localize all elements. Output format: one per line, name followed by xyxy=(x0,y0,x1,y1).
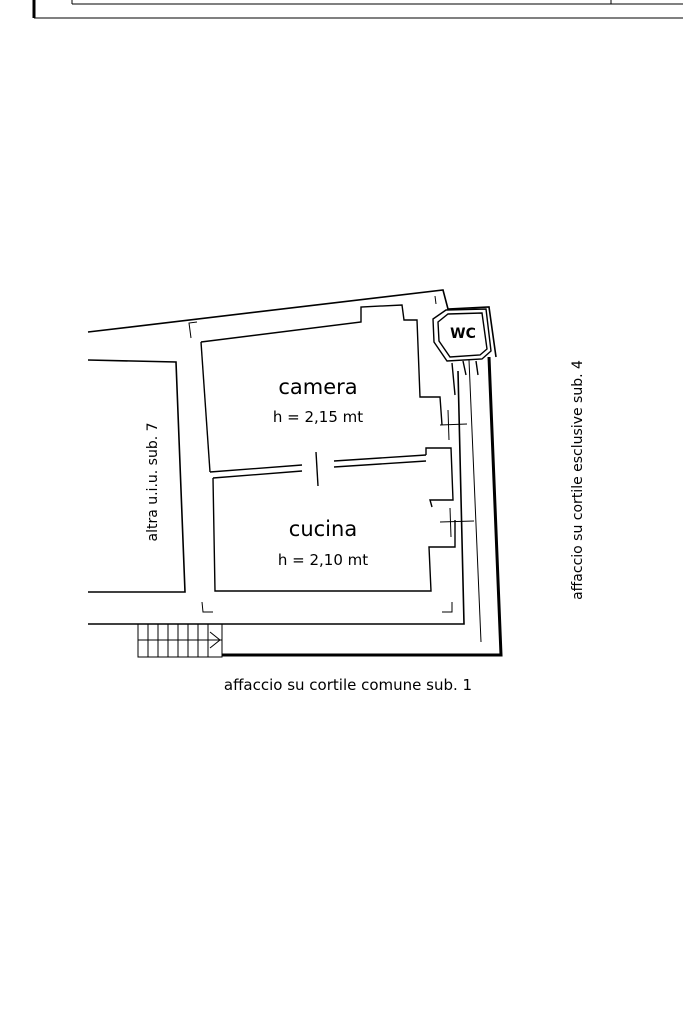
inner-walls xyxy=(200,304,456,592)
room-name-cucina: cucina xyxy=(289,517,357,541)
courtyard-wall xyxy=(222,356,503,657)
top-frame xyxy=(32,0,683,19)
wc-enclosure xyxy=(432,308,492,396)
opening-marks xyxy=(439,409,475,538)
left-neighbor-label: altra u.i.u. sub. 7 xyxy=(145,422,161,541)
right-side-label: affaccio su cortile esclusive sub. 4 xyxy=(570,360,586,600)
bottom-side-label: affaccio su cortile comune sub. 1 xyxy=(224,676,472,694)
room-height-cucina: h = 2,10 mt xyxy=(278,551,368,569)
room-name-wc: WC xyxy=(450,326,476,342)
room-name-camera: camera xyxy=(278,375,357,399)
corner-ticks xyxy=(188,295,453,613)
room-height-camera: h = 2,15 mt xyxy=(273,408,363,426)
stairs xyxy=(137,623,223,658)
